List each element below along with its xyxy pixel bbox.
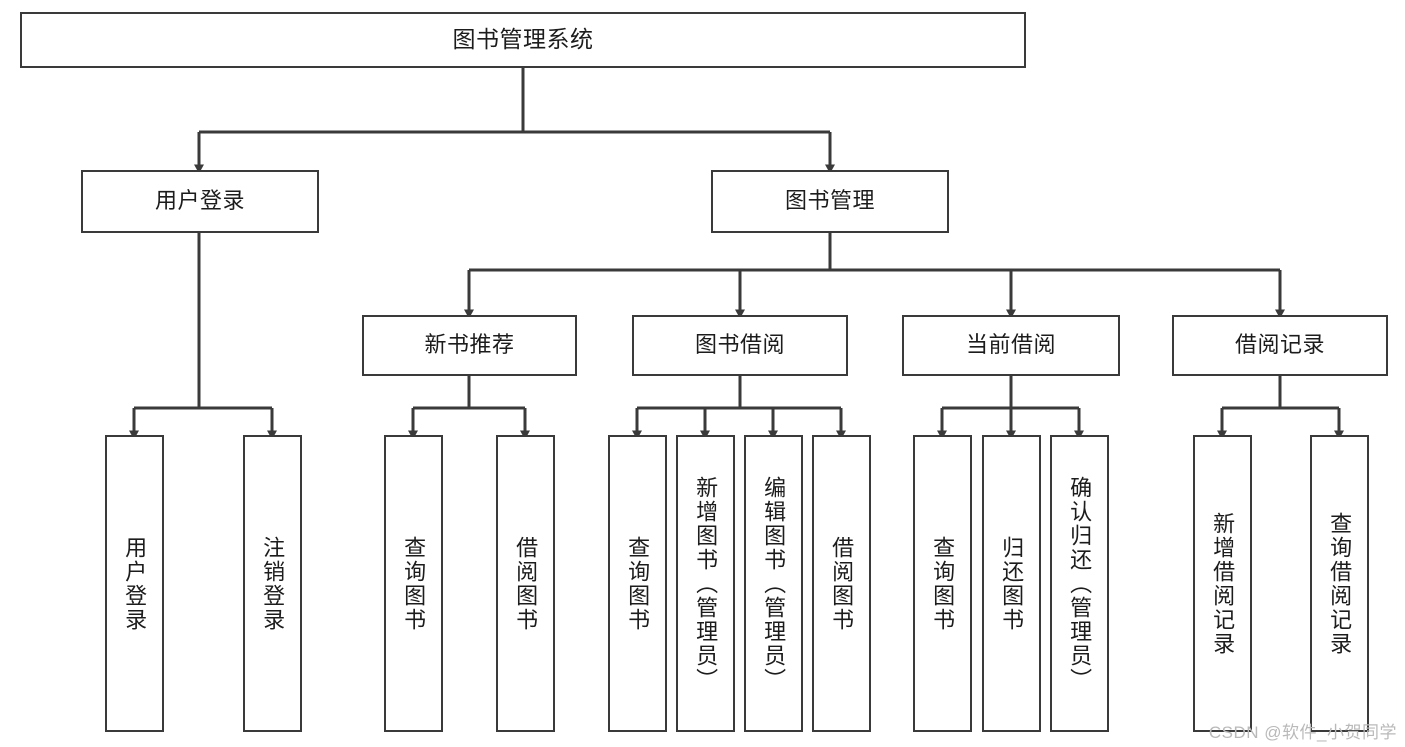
node-root[interactable]: 图书管理系统 [20,12,1026,68]
node-new-book-recommend-label: 新书推荐 [424,332,515,358]
leaf-label: 新增借阅记录 [1210,511,1236,656]
leaf-label: 查询图书 [401,535,427,632]
node-book-borrow-label: 图书借阅 [694,332,785,358]
leaf-label: 查询图书 [930,535,956,632]
leaf-new-book-query[interactable]: 查询图书 [384,435,443,732]
leaf-current-borrow-confirm[interactable]: 确认归还（管理员） [1050,435,1109,732]
leaf-book-borrow-edit[interactable]: 编辑图书（管理员） [744,435,803,732]
node-root-label: 图书管理系统 [452,26,594,53]
node-new-book-recommend[interactable]: 新书推荐 [362,315,577,376]
leaf-label: 归还图书 [999,535,1025,632]
leaf-book-borrow-borrow[interactable]: 借阅图书 [812,435,871,732]
node-book-borrow[interactable]: 图书借阅 [632,315,848,376]
node-current-borrow[interactable]: 当前借阅 [902,315,1120,376]
leaf-book-borrow-add[interactable]: 新增图书（管理员） [676,435,735,732]
leaf-label: 确认归还（管理员） [1067,475,1093,692]
leaf-label: 编辑图书（管理员） [761,475,787,692]
leaf-user-login-login[interactable]: 用户登录 [105,435,164,732]
leaf-borrow-record-add[interactable]: 新增借阅记录 [1193,435,1252,732]
leaf-book-borrow-query[interactable]: 查询图书 [608,435,667,732]
leaf-label: 用户登录 [122,535,148,632]
leaf-label: 新增图书（管理员） [693,475,719,692]
leaf-borrow-record-query[interactable]: 查询借阅记录 [1310,435,1369,732]
leaf-current-borrow-query[interactable]: 查询图书 [913,435,972,732]
leaf-label: 查询借阅记录 [1327,511,1353,656]
node-user-login-label: 用户登录 [154,188,245,214]
leaf-user-login-logout[interactable]: 注销登录 [243,435,302,732]
leaf-label: 借阅图书 [829,535,855,632]
leaf-current-borrow-return[interactable]: 归还图书 [982,435,1041,732]
leaf-label: 借阅图书 [513,535,539,632]
node-book-management-label: 图书管理 [784,188,875,214]
node-borrow-record[interactable]: 借阅记录 [1172,315,1388,376]
node-current-borrow-label: 当前借阅 [965,332,1056,358]
leaf-label: 查询图书 [625,535,651,632]
node-user-login[interactable]: 用户登录 [81,170,319,233]
leaf-label: 注销登录 [260,535,286,632]
csdn-watermark: CSDN @软件_小贺同学 [1208,723,1397,742]
leaf-new-book-borrow[interactable]: 借阅图书 [496,435,555,732]
node-borrow-record-label: 借阅记录 [1234,332,1325,358]
node-book-management[interactable]: 图书管理 [711,170,949,233]
